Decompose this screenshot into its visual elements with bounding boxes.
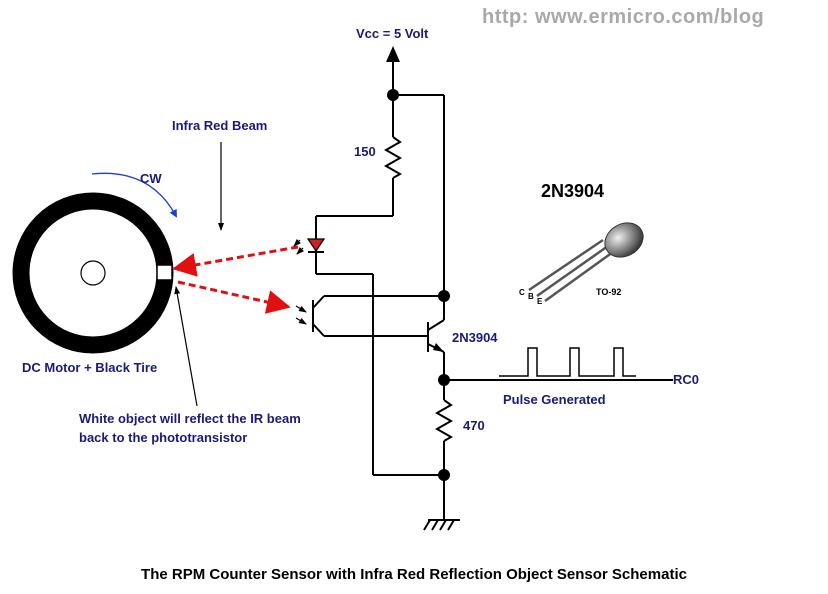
ir-beam-reflected: [177, 280, 291, 314]
ir-beam-emitted: [172, 245, 299, 277]
package-label: TO-92: [596, 287, 622, 297]
junction-dots: [387, 89, 450, 481]
note-pointer: [174, 286, 198, 407]
part-title: 2N3904: [541, 181, 605, 201]
reflect-note-line1: White object will reflect the IR beam: [79, 411, 301, 426]
cw-rotation-arrow: [91, 172, 177, 218]
pin-c-label: C: [519, 288, 525, 297]
reflect-note: White object will reflect the IR beam ba…: [79, 409, 301, 447]
to92-package-illustration: [528, 222, 644, 303]
cw-label: CW: [140, 171, 162, 186]
white-reflector: [156, 264, 173, 281]
motor-tire: [12, 192, 174, 354]
watermark-url: http: www.ermicro.com/blog: [482, 6, 765, 28]
ir-beam-label: Infra Red Beam: [172, 118, 268, 133]
transistor-2n3904-symbol: [427, 319, 445, 353]
pin-e-label: E: [537, 297, 543, 306]
transistor-label: 2N3904: [452, 330, 498, 345]
figure-caption: The RPM Counter Sensor with Infra Red Re…: [141, 566, 687, 583]
rc0-label: RC0: [673, 372, 700, 387]
reflect-note-line2: back to the phototransistor: [79, 430, 248, 445]
resistor-150-label: 150: [354, 144, 376, 159]
vcc-arrow: [386, 46, 400, 62]
resistor-470-label: 470: [463, 418, 485, 433]
vcc-label: Vcc = 5 Volt: [356, 26, 429, 41]
pulse-label: Pulse Generated: [503, 392, 606, 407]
pulse-waveform: [499, 347, 636, 377]
phototransistor-symbol: [295, 295, 325, 337]
ir-led-symbol: [293, 236, 326, 256]
motor-label: DC Motor + Black Tire: [22, 360, 158, 375]
pin-b-label: B: [528, 292, 534, 301]
